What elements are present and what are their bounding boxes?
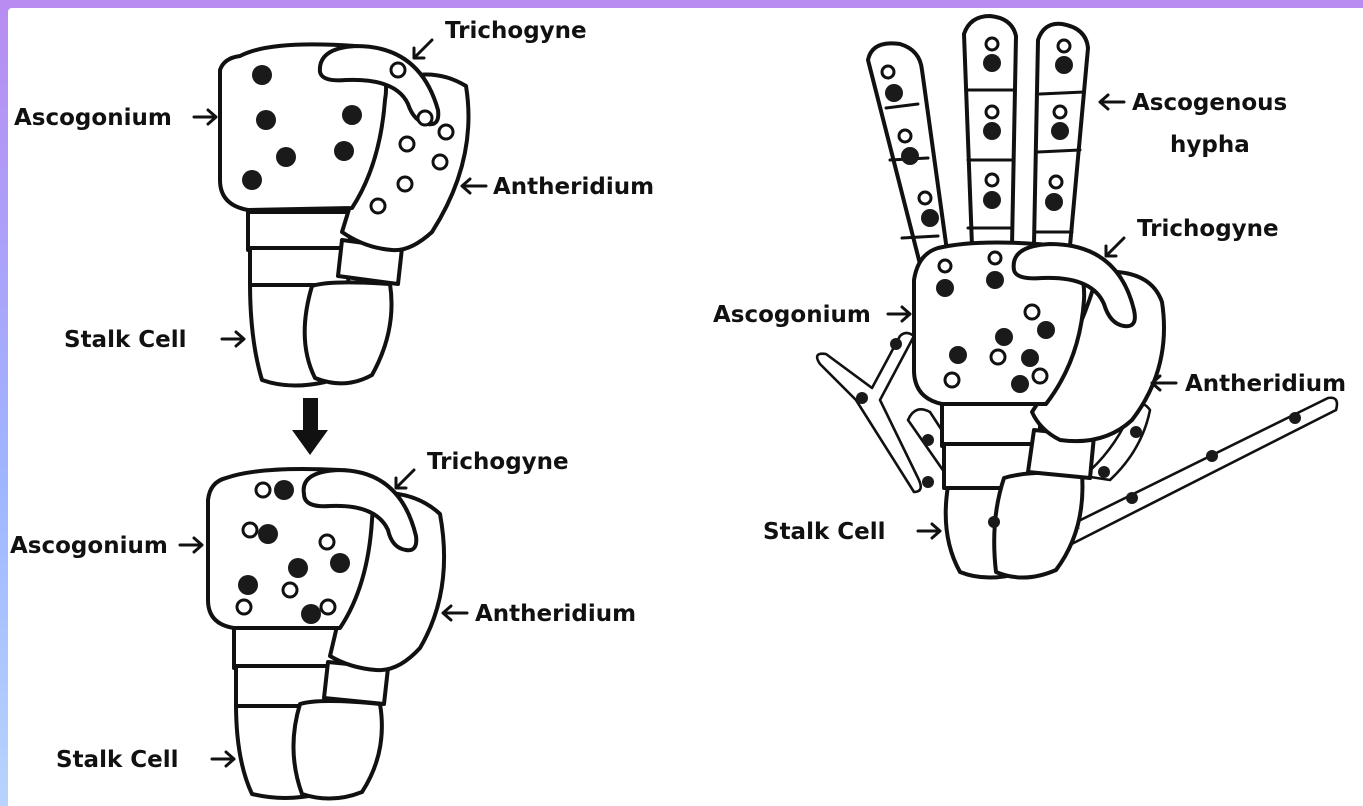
stage1-ascogonium-label: Ascogonium bbox=[14, 105, 172, 131]
stage1-trichogyne-label: Trichogyne bbox=[445, 18, 587, 44]
stage3-stalk-cell-arrow bbox=[918, 524, 940, 538]
stage3-ascogenous-hypha-label-line1: Ascogenous bbox=[1132, 90, 1287, 116]
stage2-antheridium-arrow bbox=[443, 606, 467, 620]
transition-arrow-icon bbox=[292, 398, 328, 455]
stage3-stalk-cell-label: Stalk Cell bbox=[763, 519, 886, 545]
stage2-trichogyne-arrow bbox=[396, 470, 414, 488]
stage3-ascogonium-label: Ascogonium bbox=[713, 302, 871, 328]
stage3-trichogyne-arrow bbox=[1106, 238, 1124, 256]
stage1-stalk-cell-label: Stalk Cell bbox=[64, 327, 187, 353]
stage3-antheridium-stalk bbox=[994, 473, 1082, 578]
stage3-basal-cell-upper bbox=[942, 404, 1040, 446]
stage1-antheridium-arrow bbox=[462, 179, 486, 193]
stage3-ascogenous-hypha-label-line2: hypha bbox=[1170, 132, 1250, 158]
stage2-ascogonium-label: Ascogonium bbox=[10, 533, 168, 559]
stage3-antheridium-arrow bbox=[1152, 376, 1176, 390]
stage3-trichogyne-label: Trichogyne bbox=[1137, 216, 1279, 242]
stage3-ascogonium-arrow bbox=[888, 307, 910, 321]
stage1-basal-cell-lower bbox=[250, 248, 350, 285]
stage2-basal-cell-upper bbox=[234, 628, 336, 668]
stage1-trichogyne-arrow bbox=[414, 40, 432, 58]
stage1-ascogonium-arrow bbox=[194, 110, 216, 124]
stage1-basal-cell-upper bbox=[248, 212, 350, 250]
stage3-hypha-left bbox=[817, 333, 921, 492]
stage1-drawing bbox=[220, 44, 468, 385]
stage2-antheridium-stalk-lower bbox=[293, 701, 381, 799]
stage3-ascogenous-hypha-arrow bbox=[1100, 95, 1124, 109]
stage2-drawing bbox=[208, 469, 444, 799]
stage2-stalk-cell-arrow bbox=[212, 752, 234, 766]
stage2-trichogyne-label: Trichogyne bbox=[427, 449, 569, 475]
fungal-reproduction-diagram: Ascogonium Trichogyne Antheridium Stalk … bbox=[8, 8, 1363, 806]
stage2-ascogonium-arrow bbox=[180, 538, 202, 552]
stage1-antheridium-label: Antheridium bbox=[493, 174, 654, 200]
stage1-antheridium-stalk-lower bbox=[305, 282, 392, 383]
stage1-stalk-cell-arrow bbox=[222, 332, 244, 346]
stage2-antheridium-label: Antheridium bbox=[475, 601, 636, 627]
diagram-canvas: Ascogonium Trichogyne Antheridium Stalk … bbox=[8, 8, 1363, 806]
stage3-antheridium-label: Antheridium bbox=[1185, 371, 1346, 397]
stage2-stalk-cell-label: Stalk Cell bbox=[56, 747, 179, 773]
